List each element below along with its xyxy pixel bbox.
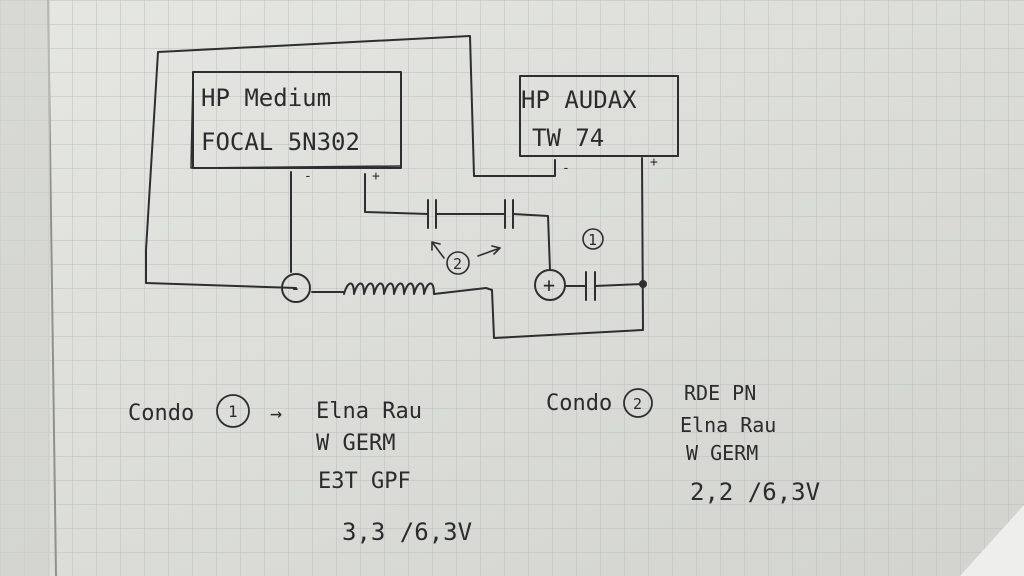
hp-medium-box [192,71,402,169]
medium-minus-mark: - [304,169,312,184]
node-minus-circle [281,273,311,303]
note-condo2-circle [623,388,653,418]
tweeter-minus-mark: - [562,161,570,176]
marker-1-label: 1 [588,231,597,249]
hp-medium-line1: HP Medium [201,84,331,112]
note-condo1-line3: E3T GPF [318,469,411,494]
note-condo1-title: Condo [128,401,194,426]
left-page [0,0,50,576]
junction-dot [639,280,647,288]
note-condo1-num: 1 [228,402,238,421]
note-condo1-arrow: → [270,401,282,425]
tweeter-plus-mark: + [650,155,658,170]
wire-tweeter-plus [491,157,644,339]
node-plus-circle [534,269,566,301]
note-condo2-line3: W GERM [686,441,758,465]
wire-ground-loop [145,35,556,289]
note-condo2-line2: Elna Rau [680,413,776,437]
marker-2-circle [446,251,470,275]
marker-1-circle [582,228,604,250]
marker-2-arrow-left [431,241,445,259]
page-corner [960,505,1024,576]
node-minus-label: - [290,278,301,299]
note-condo2-num: 2 [633,395,642,413]
node-plus-label: + [543,273,555,297]
note-condo2-line4: 2,2 /6,3V [690,478,820,506]
note-condo2-line1: RDE PN [684,381,756,405]
note-condo1-line4: 3,3 /6,3V [342,518,472,546]
note-condo1-line2: W GERM [316,431,395,456]
inductor-coil [343,282,435,295]
wire-medium-plus [364,173,429,215]
hp-medium-line2: FOCAL 5N302 [201,128,360,156]
marker-2-label: 2 [453,255,462,273]
note-condo2-title: Condo [546,391,612,416]
note-condo1-circle [216,394,250,428]
hp-tweeter-line1: HP AUDAX [521,86,637,114]
note-condo1-line1: Elna Rau [316,399,422,424]
medium-plus-mark: + [372,169,380,184]
hp-tweeter-box [519,75,679,157]
marker-2-arrow-right [477,245,501,257]
hp-tweeter-line2: TW 74 [532,124,604,152]
